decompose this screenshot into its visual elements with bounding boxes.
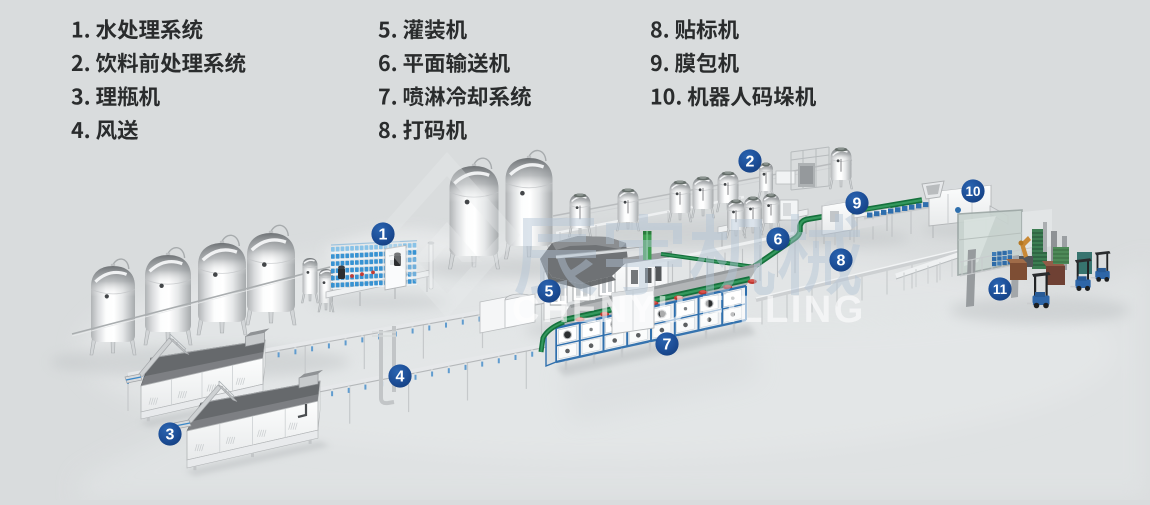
svg-text:6: 6 xyxy=(774,232,783,249)
svg-text:CHENYU FILLING: CHENYU FILLING xyxy=(512,289,866,331)
svg-text:8: 8 xyxy=(837,253,846,270)
svg-text:2: 2 xyxy=(746,154,755,171)
svg-text:4: 4 xyxy=(396,369,405,386)
svg-text:5: 5 xyxy=(545,284,554,301)
svg-text:10: 10 xyxy=(965,184,980,199)
svg-text:7: 7 xyxy=(663,337,672,354)
svg-text:3: 3 xyxy=(166,427,175,444)
svg-text:9: 9 xyxy=(853,196,862,213)
svg-text:1: 1 xyxy=(379,227,388,244)
svg-text:11: 11 xyxy=(993,282,1008,297)
